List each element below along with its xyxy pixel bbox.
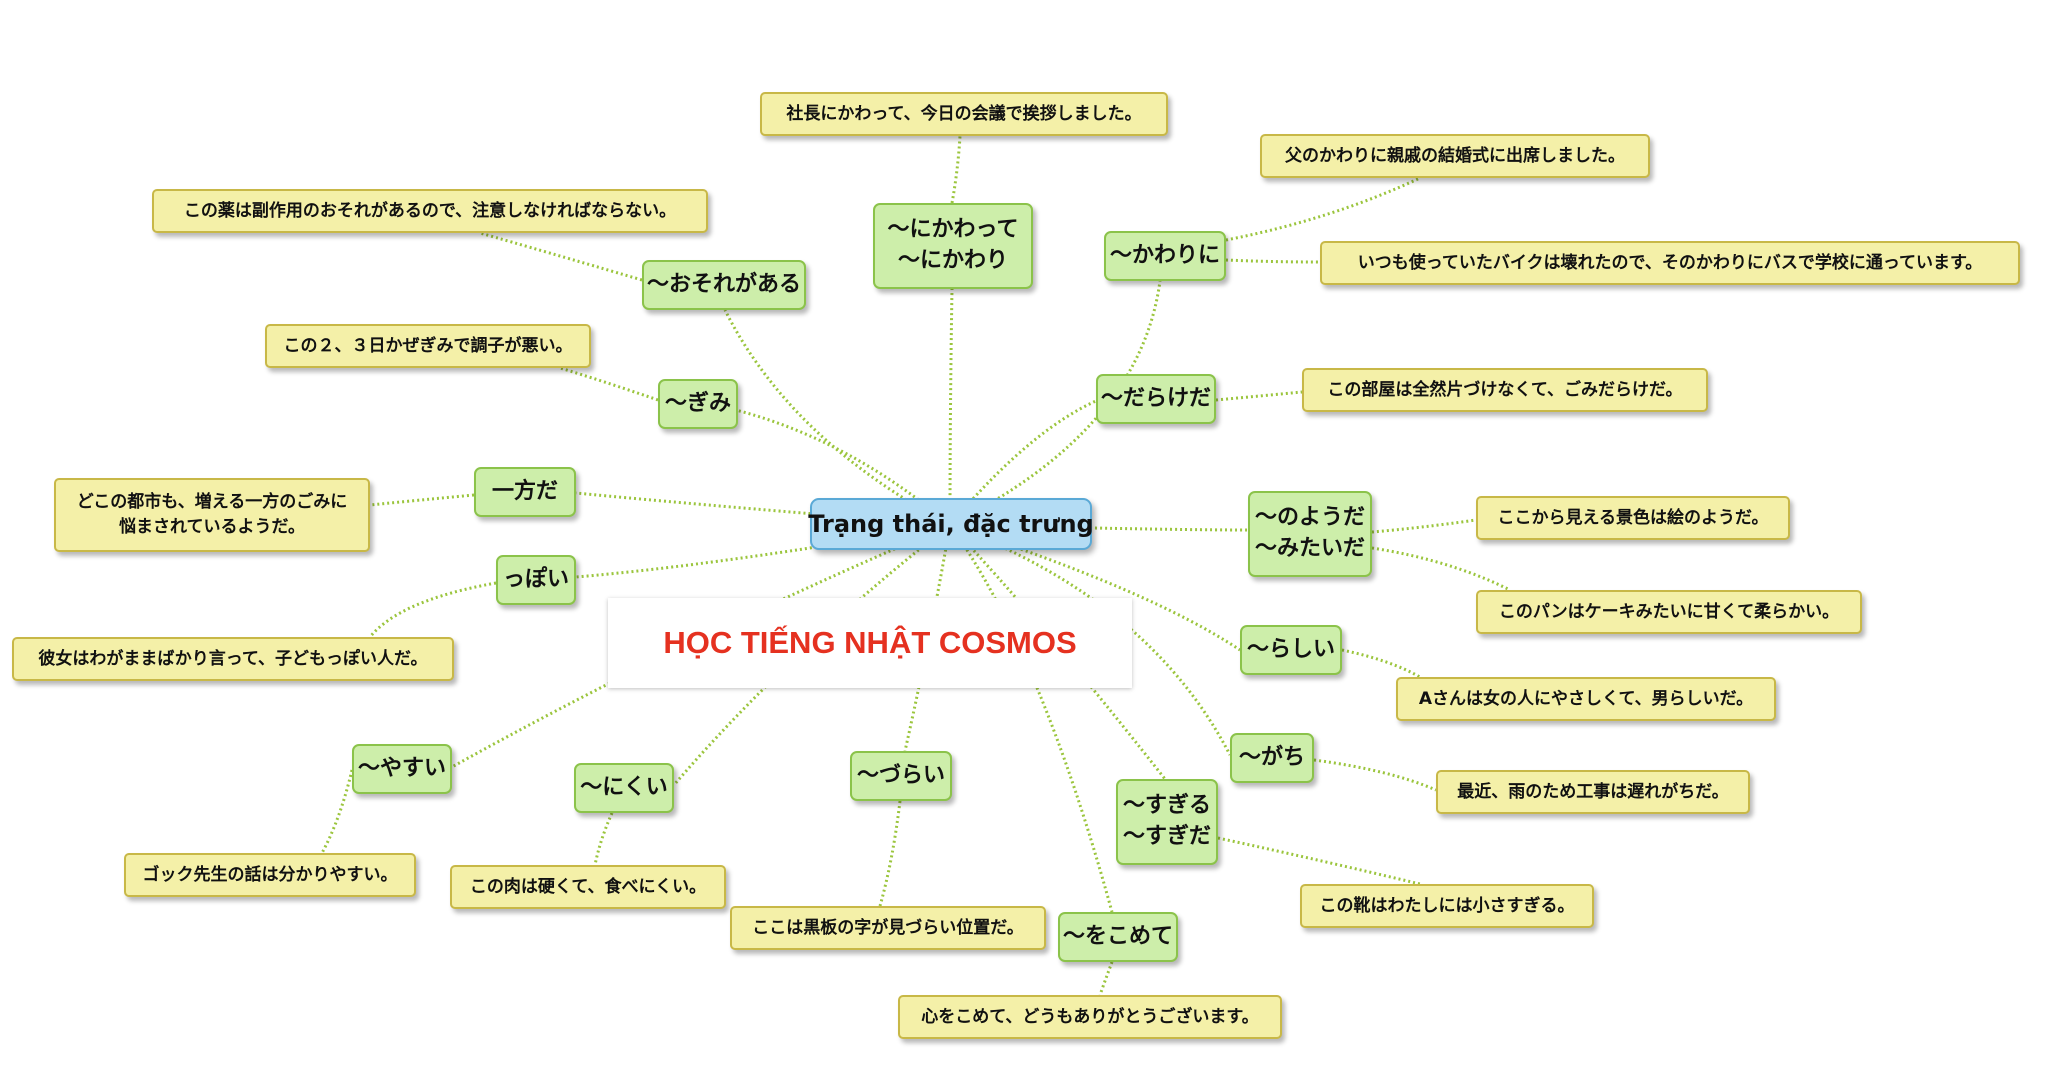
link-ex-kawari-ni-2 [1225, 258, 1321, 264]
example-node-rashii[interactable]: Aさんは女の人にやさしくて、男らしいだ。 [1396, 677, 1776, 721]
example-node-ppoi[interactable]: 彼女はわがままばかり言って、子どもっぽい人だ。 [12, 637, 454, 681]
link-ex-nikui [593, 812, 614, 866]
grammar-node-ni-kawatte[interactable]: 〜にかわって 〜にかわり [873, 203, 1033, 289]
grammar-node-no-you-da[interactable]: 〜のようだ 〜みたいだ [1248, 491, 1372, 577]
link-no-you-da [949, 523, 1249, 532]
link-ex-yasui [320, 769, 354, 854]
example-node-gimi[interactable]: この２、３日かぜぎみで調子が悪い。 [265, 324, 591, 368]
grammar-node-ppoi[interactable]: っぽい [496, 555, 576, 605]
link-ex-no-you-da [1371, 518, 1477, 534]
link-ex-sugiru [1217, 836, 1421, 886]
link-ex-ni-kawatte [950, 135, 962, 204]
grammar-node-gimi[interactable]: 〜ぎみ [658, 379, 738, 429]
example-node-kawari-ni-1[interactable]: 父のかわりに親戚の結婚式に出席しました。 [1260, 134, 1650, 178]
grammar-node-osore-ga-aru[interactable]: 〜おそれがある [642, 260, 806, 310]
example-node-mitai-da[interactable]: このパンはケーキみたいに甘くて柔らかい。 [1476, 590, 1862, 634]
link-ex-ppoi [368, 581, 497, 638]
grammar-node-gachi[interactable]: 〜がち [1230, 733, 1314, 783]
link-rashii [949, 523, 1241, 652]
grammar-node-darake-da[interactable]: 〜だらけだ [1096, 374, 1216, 424]
link-ex-wo-komete [1098, 961, 1114, 996]
example-node-gachi[interactable]: 最近、雨のため工事は遅れがちだ。 [1436, 770, 1750, 814]
grammar-node-yasui[interactable]: 〜やすい [352, 744, 452, 794]
grammar-node-ippou-da[interactable]: 一方だ [474, 467, 576, 517]
link-gimi [735, 408, 951, 527]
example-node-nikui[interactable]: この肉は硬くて、食べにくい。 [450, 865, 726, 909]
link-ex-darake-da [1215, 390, 1303, 402]
example-node-darake-da[interactable]: この部屋は全然片づけなくて、ごみだらけだ。 [1302, 368, 1708, 412]
example-node-no-you-da[interactable]: ここから見える景色は絵のようだ。 [1476, 496, 1790, 540]
link-ex-gimi [559, 366, 659, 402]
example-node-ippou-da[interactable]: どこの都市も、増える一方のごみに 悩まされているようだ。 [54, 478, 370, 552]
link-ex-zurai [878, 800, 902, 907]
example-node-ni-kawatte[interactable]: 社長にかわって、今日の会議で挨拶しました。 [760, 92, 1168, 136]
central-topic-node[interactable]: Trạng thái, đặc trưng [808, 498, 1094, 550]
example-node-wo-komete[interactable]: 心をこめて、どうもありがとうございます。 [898, 995, 1282, 1039]
example-node-zurai[interactable]: ここは黒板の字が見づらい位置だ。 [730, 906, 1046, 950]
link-ex-rashii [1341, 648, 1421, 679]
link-ex-mitai-da [1371, 546, 1511, 592]
grammar-node-sugiru[interactable]: 〜すぎる 〜すぎだ [1116, 779, 1218, 865]
example-node-sugiru[interactable]: この靴はわたしには小さすぎる。 [1300, 884, 1594, 928]
link-sugiru [948, 523, 1167, 780]
grammar-node-wo-komete[interactable]: 〜をこめて [1058, 912, 1178, 962]
grammar-node-zurai[interactable]: 〜づらい [850, 751, 952, 801]
link-wo-komete [948, 524, 1114, 913]
brand-banner: HỌC TIẾNG NHẬT COSMOS [608, 598, 1132, 688]
link-ex-kawari-ni-1 [1225, 176, 1421, 242]
example-node-yasui[interactable]: ゴック先生の話は分かりやすい。 [124, 853, 416, 897]
grammar-node-kawari-ni[interactable]: 〜かわりに [1104, 231, 1226, 281]
link-kawari-ni [949, 280, 1162, 527]
example-node-kawari-ni-2[interactable]: いつも使っていたバイクは壊れたので、そのかわりにバスで学校に通っています。 [1320, 241, 2020, 285]
link-ex-ippou-da [369, 493, 475, 507]
example-node-osore-ga-aru[interactable]: この薬は副作用のおそれがあるので、注意しなければならない。 [152, 189, 708, 233]
link-ex-osore-ga-aru [479, 231, 643, 282]
link-darake-da [948, 398, 1099, 526]
grammar-node-rashii[interactable]: 〜らしい [1240, 625, 1342, 675]
link-ni-kawatte [948, 288, 954, 526]
link-ex-gachi [1313, 758, 1437, 792]
grammar-node-nikui[interactable]: 〜にくい [574, 763, 674, 813]
